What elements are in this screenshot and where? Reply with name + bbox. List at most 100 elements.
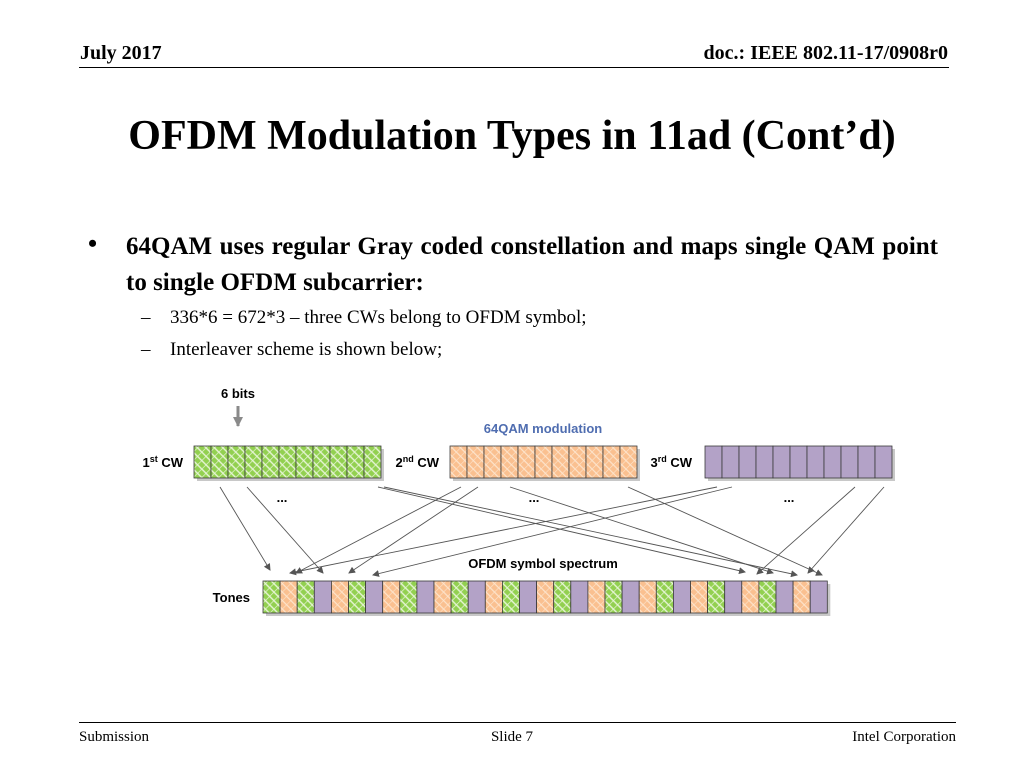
tone-cell: [467, 580, 486, 614]
mapping-arrow: [219, 486, 271, 571]
header-rule: [79, 67, 949, 68]
mapping-arrow: [756, 486, 856, 575]
six-bits-label: 6 bits: [221, 386, 255, 401]
cw2-cell: [466, 445, 485, 479]
slide-title: OFDM Modulation Types in 11ad (Cont’d): [128, 113, 896, 159]
cw2-cell: [585, 445, 604, 479]
cw2-ellipsis: ...: [529, 490, 540, 505]
cw3-cell: [840, 445, 859, 479]
tone-cell: [399, 580, 418, 614]
tone-cell: [536, 580, 555, 614]
cw3-cell: [772, 445, 791, 479]
cw3-cell: [823, 445, 842, 479]
tone-cell: [724, 580, 743, 614]
interleaver-arrows: [219, 486, 885, 578]
tone-cell: [519, 580, 538, 614]
tone-cell: [450, 580, 469, 614]
cw1-cell: [346, 445, 365, 479]
cw1-cell: [227, 445, 246, 479]
sub-bullet-1: 336*6 = 672*3 – three CWs belong to OFDM…: [170, 307, 587, 328]
mapping-arrow: [627, 486, 823, 576]
footer-submission: Submission: [79, 729, 150, 745]
cw3-cell: [755, 445, 774, 479]
bullet-text: 64QAM uses regular Gray coded constellat…: [126, 233, 938, 296]
tone-cell: [279, 580, 298, 614]
tone-cell: [792, 580, 811, 614]
header-date: July 2017: [80, 42, 162, 64]
bullet-marker: •: [88, 229, 98, 258]
tone-cell: [775, 580, 794, 614]
cw3-label: 3rd CW: [650, 454, 692, 470]
header-doc-id: doc.: IEEE 802.11-17/0908r0: [703, 42, 948, 64]
tone-cell: [296, 580, 315, 614]
tone-cell: [330, 580, 349, 614]
tone-row: [262, 580, 831, 616]
tone-cell: [621, 580, 640, 614]
tone-cell: [484, 580, 503, 614]
mapping-arrow: [372, 486, 733, 577]
cw1-cell: [261, 445, 280, 479]
cw1-cell: [193, 445, 212, 479]
cw3-cell: [789, 445, 808, 479]
sub-bullet-dash-2: –: [141, 339, 151, 360]
cw3-cell: [721, 445, 740, 479]
mapping-arrow: [348, 486, 479, 574]
tone-cell: [501, 580, 520, 614]
tone-cell: [587, 580, 606, 614]
tone-cell: [348, 580, 367, 614]
cw2-cell: [483, 445, 502, 479]
cw3-cell: [704, 445, 723, 479]
mapping-arrow: [383, 486, 798, 578]
footer-slide-number: Slide 7: [490, 729, 534, 745]
spectrum-label: OFDM symbol spectrum: [468, 556, 618, 571]
modulation-label: 64QAM modulation: [484, 421, 603, 436]
cw1-cell: [295, 445, 314, 479]
cw2-cell: [619, 445, 638, 479]
cw1-cell: [363, 445, 382, 479]
sub-bullet-dash-1: –: [141, 307, 151, 328]
cw1-cell: [329, 445, 348, 479]
cw2-cell: [449, 445, 468, 479]
cw3-cell: [806, 445, 825, 479]
cw1-label: 1st CW: [142, 454, 183, 470]
mapping-arrow: [807, 486, 885, 574]
cw1-cell: [278, 445, 297, 479]
sub-bullet-2: Interleaver scheme is shown below;: [170, 339, 443, 360]
cw2-label: 2nd CW: [395, 454, 439, 470]
tone-cell: [382, 580, 401, 614]
tones-label: Tones: [213, 590, 250, 605]
mapping-arrow: [509, 486, 774, 575]
tone-cell: [604, 580, 623, 614]
tone-cell: [570, 580, 589, 614]
tone-cell: [707, 580, 726, 614]
cw3-cell: [874, 445, 893, 479]
cw3-ellipsis: ...: [784, 490, 795, 505]
tone-cell: [741, 580, 760, 614]
tone-cell: [758, 580, 777, 614]
tone-cell: [655, 580, 674, 614]
tone-cell: [673, 580, 691, 614]
tone-cell: [433, 580, 452, 614]
footer-company: Intel Corporation: [852, 729, 956, 745]
cw1-cell: [312, 445, 331, 479]
cw2-cell: [568, 445, 587, 479]
tone-cell: [638, 580, 657, 614]
cw2-cell: [551, 445, 570, 479]
tone-cell: [262, 580, 281, 614]
tone-cell: [416, 580, 435, 614]
cw3-cell: [738, 445, 757, 479]
tone-cell: [809, 580, 828, 614]
cw2-cell: [602, 445, 621, 479]
cw1-cell: [210, 445, 229, 479]
cw1-cell: [244, 445, 263, 479]
mapping-arrow: [295, 486, 462, 574]
mapping-arrow: [377, 486, 746, 575]
tone-cell: [313, 580, 332, 614]
cw2-cell: [534, 445, 553, 479]
codeword-blocks: [193, 445, 895, 481]
cw1-ellipsis: ...: [277, 490, 288, 505]
cw3-cell: [857, 445, 876, 479]
tone-cell: [690, 580, 709, 614]
mapping-arrow: [246, 486, 324, 574]
